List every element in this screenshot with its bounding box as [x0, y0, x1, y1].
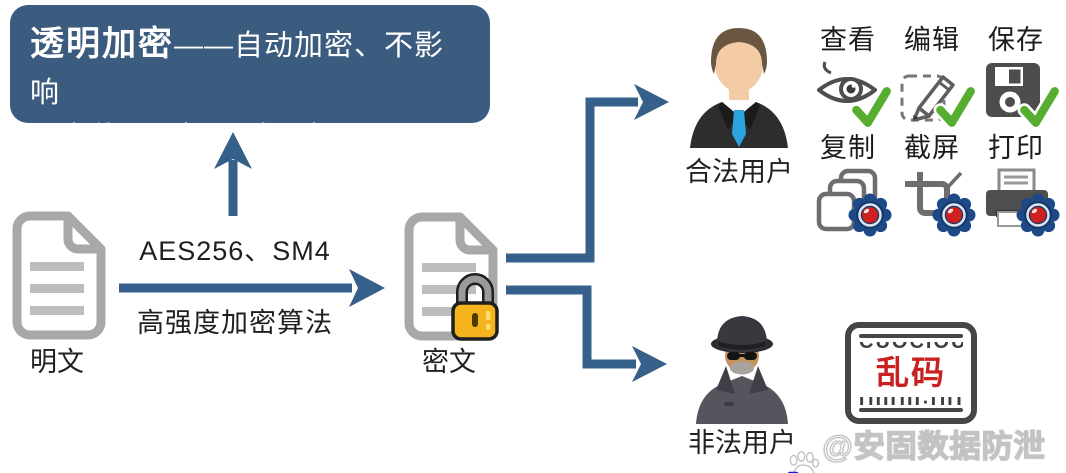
- stamp-bottom-line: [859, 408, 963, 412]
- save-label: 保存: [988, 25, 1044, 55]
- plaintext-document-icon: [6, 210, 108, 340]
- eye-icon: [817, 61, 877, 103]
- permission-save: 保存: [976, 24, 1062, 130]
- green-check-icon: [1017, 85, 1062, 130]
- edit-label: 编辑: [904, 25, 960, 55]
- screenshot-crop-icon: [905, 171, 963, 228]
- permission-print: 打印: [976, 132, 1060, 237]
- garbled-text-top: CUOCIOU: [859, 341, 963, 353]
- permission-edit: 编辑: [892, 24, 978, 130]
- title-heading: 透明加密: [30, 25, 174, 63]
- algorithm-description: 高强度加密算法: [137, 308, 333, 338]
- algorithm-names: AES256、SM4: [139, 236, 331, 266]
- legitimate-user-label: 合法用户: [685, 157, 793, 187]
- pencil-edit-icon: [900, 74, 955, 122]
- branch-legitimate: [506, 97, 638, 263]
- arrowhead-encrypt-icon: [349, 269, 385, 307]
- watermark-text: @安固数据防泄密: [822, 428, 1046, 464]
- baidu-paw-icon: du: [788, 450, 820, 473]
- permission-screenshot: 截屏: [892, 132, 976, 237]
- watermark: du @安固数据防泄密: [786, 421, 1066, 473]
- permissions-grid: 查看 编辑: [808, 24, 1062, 237]
- permission-view: 查看: [808, 24, 894, 130]
- copy-label: 复制: [820, 133, 876, 163]
- ciphertext-label: 密文: [422, 347, 476, 377]
- stamp-top-line: [859, 334, 963, 338]
- arrowhead-legitimate-icon: [634, 84, 669, 120]
- copy-pages-icon: [816, 168, 878, 232]
- padlock-icon: [450, 270, 500, 342]
- blocked-gear-badge-icon: [932, 193, 976, 237]
- floppy-save-icon: [986, 63, 1040, 117]
- arrowhead-up-icon: [214, 132, 252, 169]
- garbled-code-stamp: CUOCIOU 乱码 UIIUII:UU: [845, 322, 977, 424]
- garbled-text-bottom: UIIUII:UU: [859, 393, 963, 405]
- arrowhead-illegitimate-icon: [632, 346, 667, 382]
- print-label: 打印: [988, 133, 1044, 163]
- title-line2: 用户使用习惯，对用户透明: [30, 121, 391, 154]
- businessman-avatar-icon: [680, 20, 798, 148]
- spy-avatar-icon: [688, 306, 796, 424]
- plaintext-label: 明文: [30, 347, 84, 377]
- branch-illegitimate: [506, 285, 636, 369]
- view-label: 查看: [820, 25, 876, 55]
- blocked-gear-badge-icon: [848, 193, 892, 237]
- blocked-gear-badge-icon: [1016, 193, 1060, 237]
- garbled-stamp-label: 乱码: [876, 354, 946, 391]
- illegitimate-user-label: 非法用户: [688, 428, 796, 458]
- permission-copy: 复制: [808, 132, 892, 237]
- green-check-icon: [933, 85, 978, 130]
- green-check-icon: [849, 85, 894, 130]
- title-box: 透明加密——自动加密、不影响 用户使用习惯，对用户透明: [10, 5, 490, 154]
- screenshot-label: 截屏: [904, 133, 960, 163]
- title-line1-rest: ——自动加密、不影响: [30, 30, 445, 109]
